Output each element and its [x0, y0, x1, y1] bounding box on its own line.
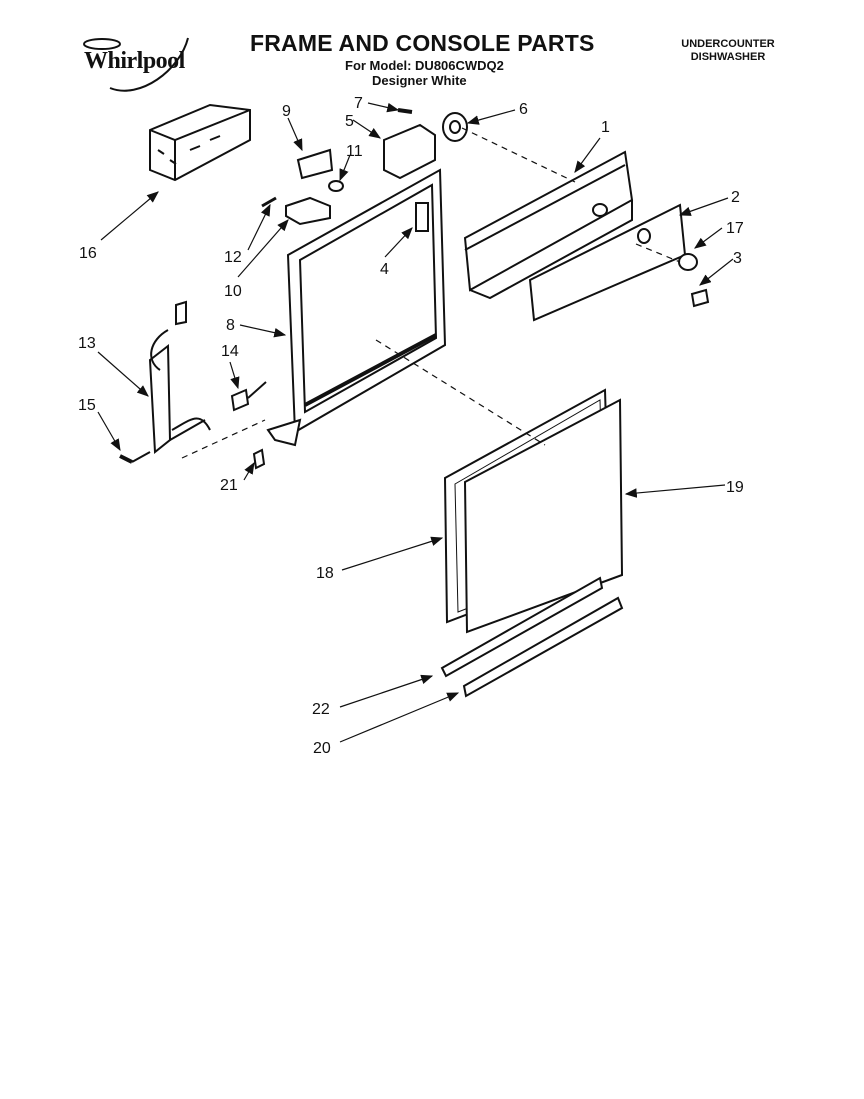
callout-2: 2	[731, 189, 740, 206]
model-line: For Model: DU806CWDQ2	[345, 58, 504, 73]
part-16-housing	[149, 103, 251, 182]
parts-13-15-wiring-harness	[119, 300, 211, 464]
callout-20: 20	[313, 740, 331, 757]
category-line-2: DISHWASHER	[690, 51, 766, 63]
callout-6: 6	[519, 101, 528, 118]
callout-9: 9	[282, 103, 291, 120]
callout-13: 13	[78, 335, 96, 352]
parts-20-22-trim-strips	[440, 576, 624, 698]
callout-5: 5	[345, 113, 354, 130]
callout-16: 16	[79, 245, 97, 262]
callout-7: 7	[354, 95, 363, 112]
parts-5-7-latch	[383, 108, 468, 180]
category-line-1: UNDERCOUNTER	[681, 38, 775, 50]
appliance-category: UNDERCOUNTER DISHWASHER	[666, 38, 790, 64]
part-21-clip	[252, 448, 266, 470]
callout-14: 14	[221, 343, 239, 360]
whirlpool-logo	[83, 37, 189, 92]
callout-11: 11	[346, 143, 363, 160]
callout-8: 8	[226, 317, 235, 334]
part-14-connector	[230, 381, 267, 412]
callout-17: 17	[726, 220, 744, 237]
callout-12: 12	[224, 249, 242, 266]
dashed-connection-lines	[181, 127, 681, 459]
page-title: FRAME AND CONSOLE PARTS	[250, 30, 595, 56]
brand-wordmark: Whirlpool	[84, 48, 185, 74]
parts-17-3-knob	[678, 253, 710, 308]
callout-18: 18	[316, 565, 334, 582]
callout-22: 22	[312, 701, 330, 718]
callout-4: 4	[380, 261, 389, 278]
callout-15: 15	[78, 397, 96, 414]
callout-19: 19	[726, 479, 744, 496]
parts-9-12-switch-assembly	[261, 148, 344, 226]
leader-arrows	[97, 102, 734, 743]
callout-10: 10	[224, 283, 242, 300]
callout-3: 3	[733, 250, 742, 267]
callout-1: 1	[601, 119, 610, 136]
callout-21: 21	[220, 477, 238, 494]
color-line: Designer White	[372, 73, 467, 88]
parts-18-19-door-panels	[443, 388, 624, 634]
